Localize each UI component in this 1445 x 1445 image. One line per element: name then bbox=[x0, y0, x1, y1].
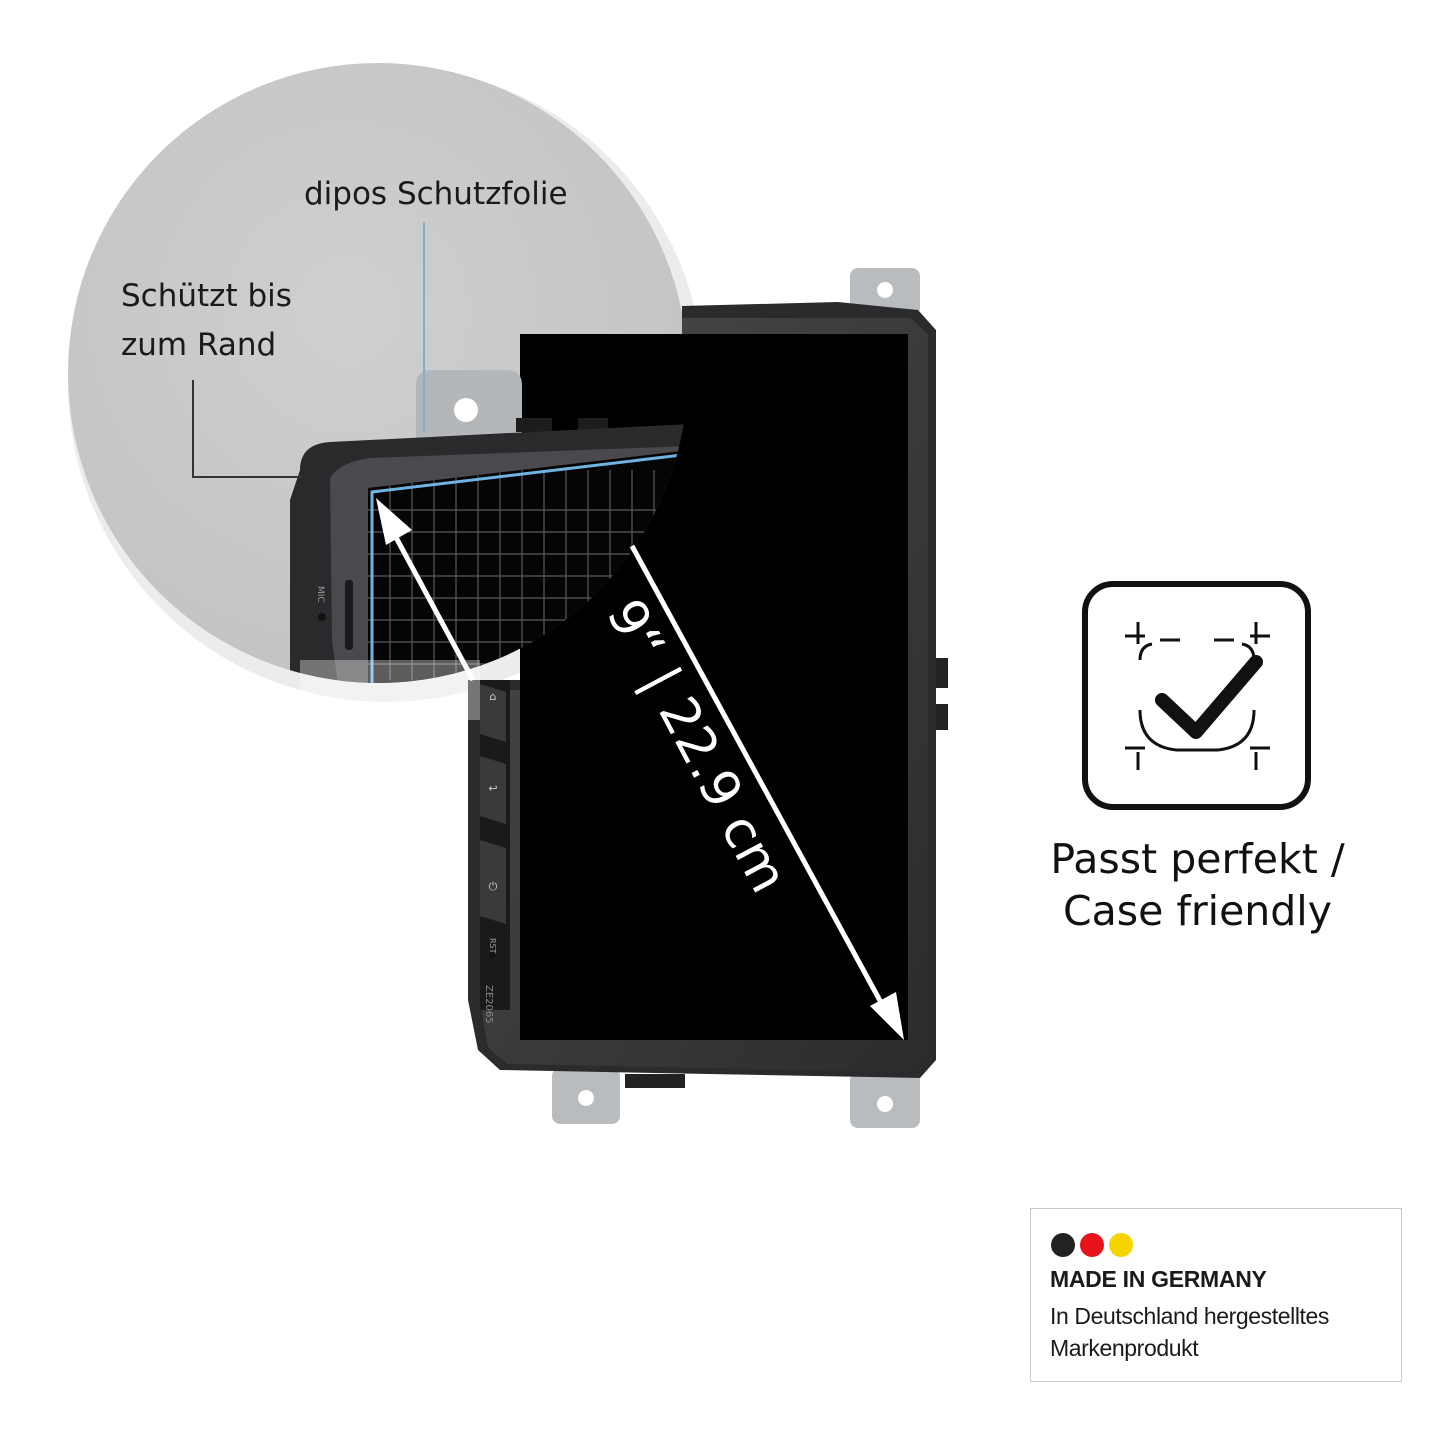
case-friendly-line-1: Passt perfekt / bbox=[1050, 835, 1345, 883]
edge-protection-line-1: Schützt bis bbox=[121, 278, 292, 314]
diagonal-arrow bbox=[376, 498, 904, 1040]
reset-label: RST bbox=[488, 938, 497, 954]
power-button[interactable]: ⏻ bbox=[480, 840, 506, 924]
flag-dot-black bbox=[1051, 1233, 1075, 1257]
case-friendly-caption: Passt perfekt / Case friendly bbox=[1000, 833, 1395, 937]
svg-text:⏻: ⏻ bbox=[489, 880, 498, 893]
svg-text:↩: ↩ bbox=[488, 782, 497, 795]
mounting-tab-bottom-right bbox=[850, 1072, 920, 1128]
protective-film-edge bbox=[370, 452, 688, 683]
badge-subtitle-line-2: Markenprodukt bbox=[1050, 1335, 1199, 1361]
mounting-tab-bottom-left bbox=[552, 1068, 620, 1124]
edge-protection-label: Schützt bis zum Rand bbox=[121, 272, 292, 370]
edge-leader-line bbox=[192, 380, 302, 478]
badge-subtitle-line-1: In Deutschland hergestelltes bbox=[1050, 1303, 1330, 1329]
reset-hole[interactable] bbox=[489, 952, 495, 958]
home-button[interactable]: ⌂ bbox=[480, 684, 506, 742]
svg-text:⌂: ⌂ bbox=[490, 690, 497, 703]
badge-title: MADE IN GERMANY bbox=[1050, 1266, 1267, 1292]
mic-label: MIC bbox=[315, 586, 325, 603]
flag-dot-gold bbox=[1109, 1233, 1133, 1257]
flag-dot-red bbox=[1080, 1233, 1104, 1257]
head-unit-device: ⌂ ↩ ⏻ RST ZE2065 bbox=[468, 268, 948, 1128]
made-in-germany-badge: MADE IN GERMANY In Deutschland hergestel… bbox=[1030, 1208, 1402, 1382]
edge-protection-line-2: zum Rand bbox=[121, 327, 277, 363]
badge-subtitle: In Deutschland hergestelltes Markenprodu… bbox=[1050, 1300, 1395, 1364]
mounting-tab-top-right bbox=[850, 268, 920, 316]
mic-hole bbox=[318, 613, 326, 621]
back-button[interactable]: ↩ bbox=[480, 756, 506, 824]
model-label: ZE2065 bbox=[483, 985, 494, 1024]
check-in-frame-icon bbox=[1082, 581, 1311, 810]
case-friendly-line-2: Case friendly bbox=[1063, 887, 1332, 935]
protective-film-label: dipos Schutzfolie bbox=[304, 176, 568, 212]
